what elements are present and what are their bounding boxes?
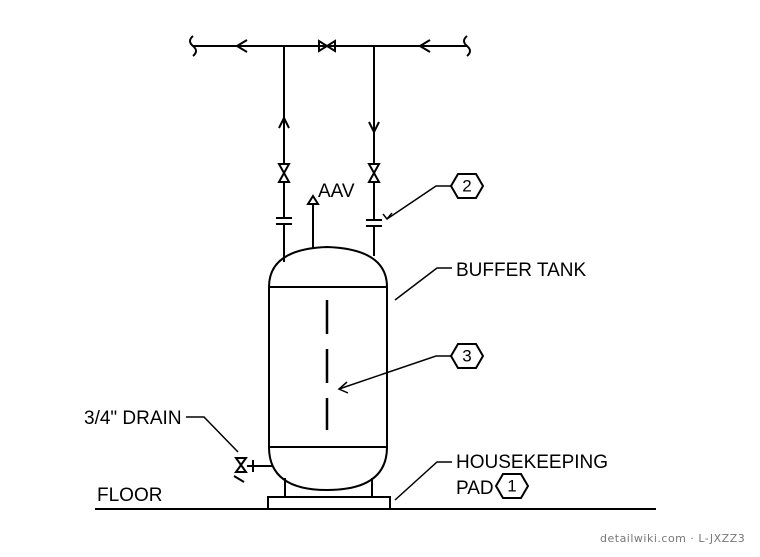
drain-connection — [233, 457, 272, 483]
buffer-tank-label: BUFFER TANK — [456, 260, 587, 281]
header-balance-valve — [318, 39, 336, 53]
drain-label: 3/4" DRAIN — [84, 408, 182, 429]
tag-1-hexagon: 1 — [494, 473, 530, 499]
aav-label: AAV — [318, 181, 355, 202]
floor-label: FLOOR — [97, 485, 162, 506]
svg-text:1: 1 — [507, 477, 516, 496]
header-pipe — [189, 35, 471, 57]
left-riser-pipe — [276, 46, 292, 262]
aav-vent — [306, 194, 320, 248]
svg-text:2: 2 — [462, 177, 471, 196]
tag-2-hexagon: 2 — [449, 173, 485, 199]
right-riser-pipe — [366, 46, 382, 256]
housekeeping-label: HOUSEKEEPING — [456, 452, 608, 473]
buffer-tank-vessel — [268, 245, 388, 492]
pad-label: PAD — [456, 478, 494, 499]
tag-3-hexagon: 3 — [449, 343, 485, 369]
leader-lines — [186, 185, 452, 501]
housekeeping-pad — [267, 478, 391, 510]
svg-text:3: 3 — [462, 347, 471, 366]
watermark: detailwiki.com · L-JXZZ3 — [600, 532, 745, 545]
